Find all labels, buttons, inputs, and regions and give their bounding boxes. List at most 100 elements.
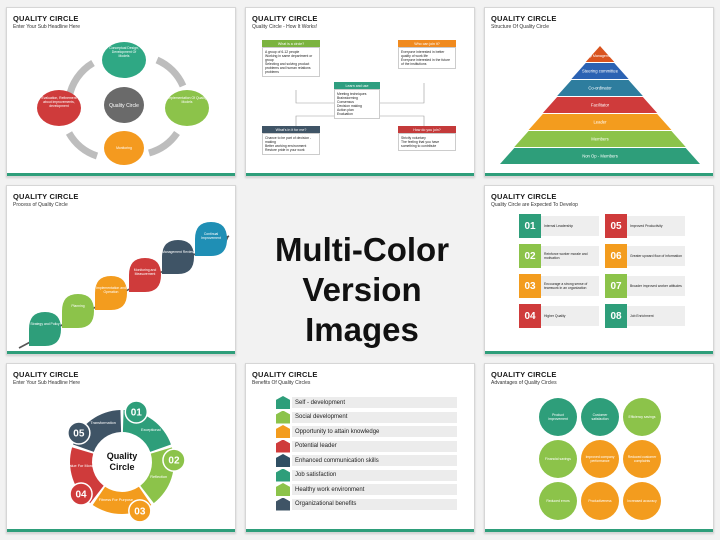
pyramid-level-label: Top Management: [586, 54, 614, 58]
slide-title: QUALITY CIRCLE: [252, 370, 318, 379]
develop-item: 06 Greater upward flow of information: [605, 244, 685, 268]
box-item: Selecting and solving product problems a…: [265, 62, 311, 74]
node-design: [102, 42, 146, 78]
slide-title: QUALITY CIRCLE: [13, 14, 79, 23]
develop-item: 03 Encourage a strong sense of teamwork …: [519, 274, 599, 298]
process-step-5: [195, 222, 227, 256]
slide-benefits[interactable]: QUALITY CIRCLE Benefits Of Quality Circl…: [245, 363, 475, 533]
pyramid-level-0: [585, 46, 615, 62]
slide-title: QUALITY CIRCLE: [13, 370, 79, 379]
benefit-item: Potential leader: [276, 439, 457, 453]
slide-title: QUALITY CIRCLE: [491, 192, 557, 201]
benefit-label: Organizational benefits: [295, 501, 357, 507]
develop-item: 05 Improved Productivity: [605, 214, 685, 238]
box-item: The feeling that you have something to c…: [401, 140, 440, 148]
slide-subtitle: Quality Circle are Expected To Develop: [491, 202, 578, 208]
develop-text-box: Greater upward flow of information: [627, 246, 685, 266]
advantage-label: Improved company performance: [585, 455, 615, 463]
slide-title: QUALITY CIRCLE: [252, 14, 318, 23]
benefit-item: Healthy work environment: [276, 483, 457, 496]
slide-how-it-works[interactable]: QUALITY CIRCLE Quality Circle - How It W…: [245, 7, 475, 177]
develop-item: 08 Job Enrichment: [605, 304, 685, 328]
advantage-circle: Improved company performance: [581, 440, 619, 478]
ring-number: 02: [168, 456, 180, 467]
benefit-bar: Healthy work environment: [292, 484, 457, 495]
develop-text: Internal Leadership: [544, 224, 574, 228]
box-head: Learn and use: [334, 82, 380, 89]
advantage-label: Customer satisfaction: [591, 413, 609, 421]
develop-text-box: Encourage a strong sense of teamwork in …: [541, 276, 599, 296]
develop-number: 08: [605, 304, 627, 328]
box-how-to-join: How do you join? Strictly voluntary The …: [398, 126, 456, 151]
slide-title: QUALITY CIRCLE: [13, 192, 79, 201]
benefit-item: Enhanced communication skills: [276, 454, 457, 467]
pyramid-level-1: [571, 63, 629, 79]
process-step-label: Management Review: [162, 250, 194, 254]
process-step-label: Strategy and Policy: [30, 322, 60, 326]
node-evaluation-label: Evaluation, Refinement about improvement…: [41, 96, 77, 108]
develop-number: 05: [605, 214, 627, 238]
develop-item: 04 Higher Quality: [519, 304, 599, 328]
slide-expected-to-develop[interactable]: QUALITY CIRCLE Quality Circle are Expect…: [484, 185, 714, 355]
box-item: Strictly voluntary: [401, 136, 426, 140]
develop-text-box: Job Enrichment: [627, 306, 685, 326]
pyramid-level-label: Members: [591, 137, 608, 142]
ring-number-badge: [124, 400, 149, 424]
node-monitoring-label: Monitoring: [116, 146, 132, 150]
pyramid-level-label: Leader: [593, 120, 607, 125]
slide-structure-pyramid[interactable]: QUALITY CIRCLE Structure Of Quality Circ…: [484, 7, 714, 177]
pyramid-level-5: [514, 131, 686, 147]
slide-subtitle: Enter Your Sub Headline Here: [13, 380, 80, 386]
develop-text: Improved Productivity: [630, 224, 663, 228]
process-step-label: Planning: [71, 304, 85, 308]
ring-number-badge: [67, 421, 91, 445]
develop-text-box: Higher Quality: [541, 306, 599, 326]
develop-text: Reinforce worker morale and motivation: [544, 252, 588, 260]
benefit-arrow-icon: [276, 439, 290, 453]
center-heading-line1: Multi-Color: [274, 231, 450, 268]
benefit-arrow-icon: [276, 483, 290, 496]
slide-subtitle: Process of Quality Circle: [13, 202, 68, 208]
center-node: [104, 87, 144, 123]
slide-subtitle: Structure Of Quality Circle: [491, 24, 550, 30]
develop-text-box: Improved Productivity: [627, 216, 685, 236]
develop-item: 02 Reinforce worker morale and motivatio…: [519, 244, 599, 268]
benefit-label: Social development: [295, 414, 348, 420]
benefit-label: Healthy work environment: [295, 486, 365, 493]
benefit-label: Potential leader: [295, 443, 337, 449]
develop-item: 07 Broader improved worker attitudes: [605, 274, 685, 298]
benefit-arrow-icon: [276, 468, 290, 482]
process-step-label: Monitoring and Measurement: [133, 268, 157, 276]
box-item: Working in same department or group: [265, 54, 313, 62]
develop-text-box: Broader improved worker attitudes: [627, 276, 685, 296]
advantage-label: Reduced customer complaints: [627, 455, 657, 463]
cycle-diagram: Quality Circle Conceptual Design, Develo…: [37, 42, 209, 165]
benefit-arrow-icon: [276, 454, 290, 467]
pyramid-level-label: Non Op - Members: [582, 154, 618, 159]
ring-number: 01: [131, 408, 143, 419]
slide-advantages[interactable]: QUALITY CIRCLE Advantages of Quality Cir…: [484, 363, 714, 533]
ring-number: 04: [75, 490, 87, 501]
box-item: Better working environment: [265, 144, 307, 148]
process-step-1: [62, 294, 94, 328]
process-step-0: [29, 312, 61, 346]
advantage-label: Reduced errors: [546, 499, 570, 503]
box-item: A group of 6-12 people: [265, 50, 300, 54]
ring-number-badge: [162, 448, 186, 472]
slide-quality-circle-cycle[interactable]: QUALITY CIRCLE Enter Your Sub Headline H…: [6, 7, 236, 177]
benefit-label: Self - development: [295, 399, 346, 406]
box-item: Everyone interested in the future of the…: [401, 58, 451, 66]
benefit-label: Enhanced communication skills: [295, 457, 379, 464]
box-item: Restore pride in your work: [265, 148, 305, 152]
slide-process-steps[interactable]: QUALITY CIRCLE Process of Quality Circle…: [6, 185, 236, 355]
slide-subtitle: Quality Circle - How It Works!: [252, 24, 318, 30]
develop-number: 01: [519, 214, 541, 238]
slide-quality-circle-ring[interactable]: QUALITY CIRCLE Enter Your Sub Headline H…: [6, 363, 236, 533]
pyramid-level-6: [500, 148, 700, 164]
ring-number: 05: [73, 428, 85, 439]
benefit-arrow-icon: [276, 396, 290, 409]
box-item: Meeting techniques: [337, 92, 367, 96]
benefit-arrow-icon: [276, 410, 290, 424]
develop-number: 04: [519, 304, 541, 328]
